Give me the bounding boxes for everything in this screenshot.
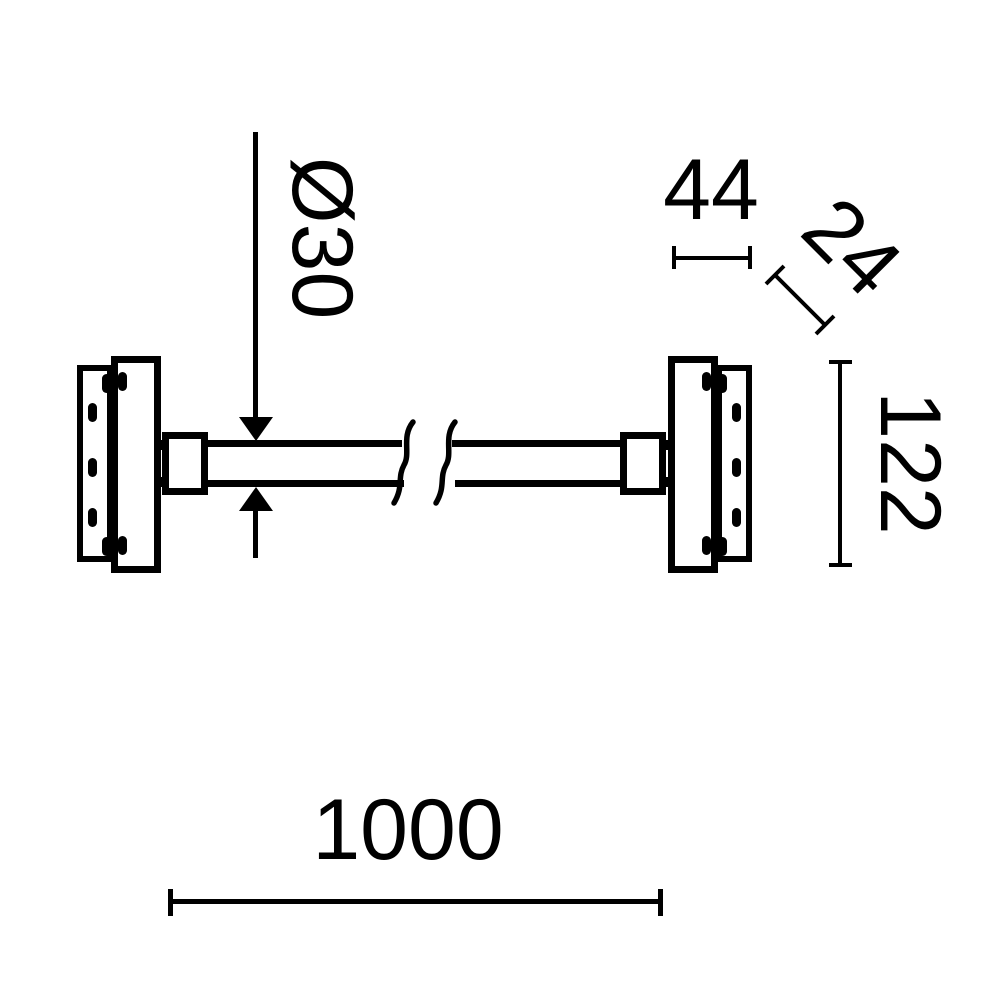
width-dimension-tick — [748, 246, 752, 269]
left-holder-tab — [156, 477, 165, 487]
height-dimension-tick — [829, 360, 852, 364]
dimension-label-height: 122 — [862, 391, 958, 535]
tube-bottom-edge-right — [455, 480, 622, 487]
mounting-slot — [88, 458, 97, 477]
height-dimension-tick — [829, 563, 852, 567]
diameter-arrow-up-icon — [239, 487, 273, 511]
mounting-slot — [702, 372, 711, 391]
mounting-slot — [102, 537, 111, 556]
mounting-slot — [732, 403, 741, 422]
width-dimension-tick — [672, 246, 676, 269]
mounting-slot — [702, 536, 711, 555]
dimension-label-diameter: Ø30 — [274, 156, 370, 320]
length-dimension-line — [170, 899, 661, 904]
right-tube-holder — [620, 432, 666, 495]
mounting-slot — [718, 537, 727, 556]
diameter-arrow-down-icon — [239, 417, 273, 441]
mounting-slot — [102, 374, 111, 393]
height-dimension-line — [838, 362, 842, 567]
tube-bottom-edge-left — [206, 480, 404, 487]
depth-dimension-line — [764, 264, 836, 336]
dimension-label-length: 1000 — [312, 782, 504, 878]
mounting-slot — [718, 374, 727, 393]
tube-top-edge-left — [206, 440, 402, 447]
mounting-slot — [88, 403, 97, 422]
left-holder-tab — [156, 440, 165, 450]
length-dimension-tick — [658, 889, 663, 916]
mounting-slot — [732, 508, 741, 527]
diameter-leader-line-top — [253, 132, 258, 418]
break-symbol — [391, 419, 458, 506]
left-bracket-back-plate — [77, 365, 113, 562]
length-dimension-tick — [168, 889, 173, 916]
tube-top-edge-right — [452, 440, 622, 447]
width-dimension-line — [674, 256, 750, 260]
mounting-slot — [118, 536, 127, 555]
mounting-slot — [732, 458, 741, 477]
mounting-slot — [88, 508, 97, 527]
mounting-slot — [118, 372, 127, 391]
diameter-leader-line-bottom — [253, 509, 258, 558]
left-tube-holder — [162, 432, 208, 495]
dimension-label-width: 44 — [663, 142, 759, 238]
